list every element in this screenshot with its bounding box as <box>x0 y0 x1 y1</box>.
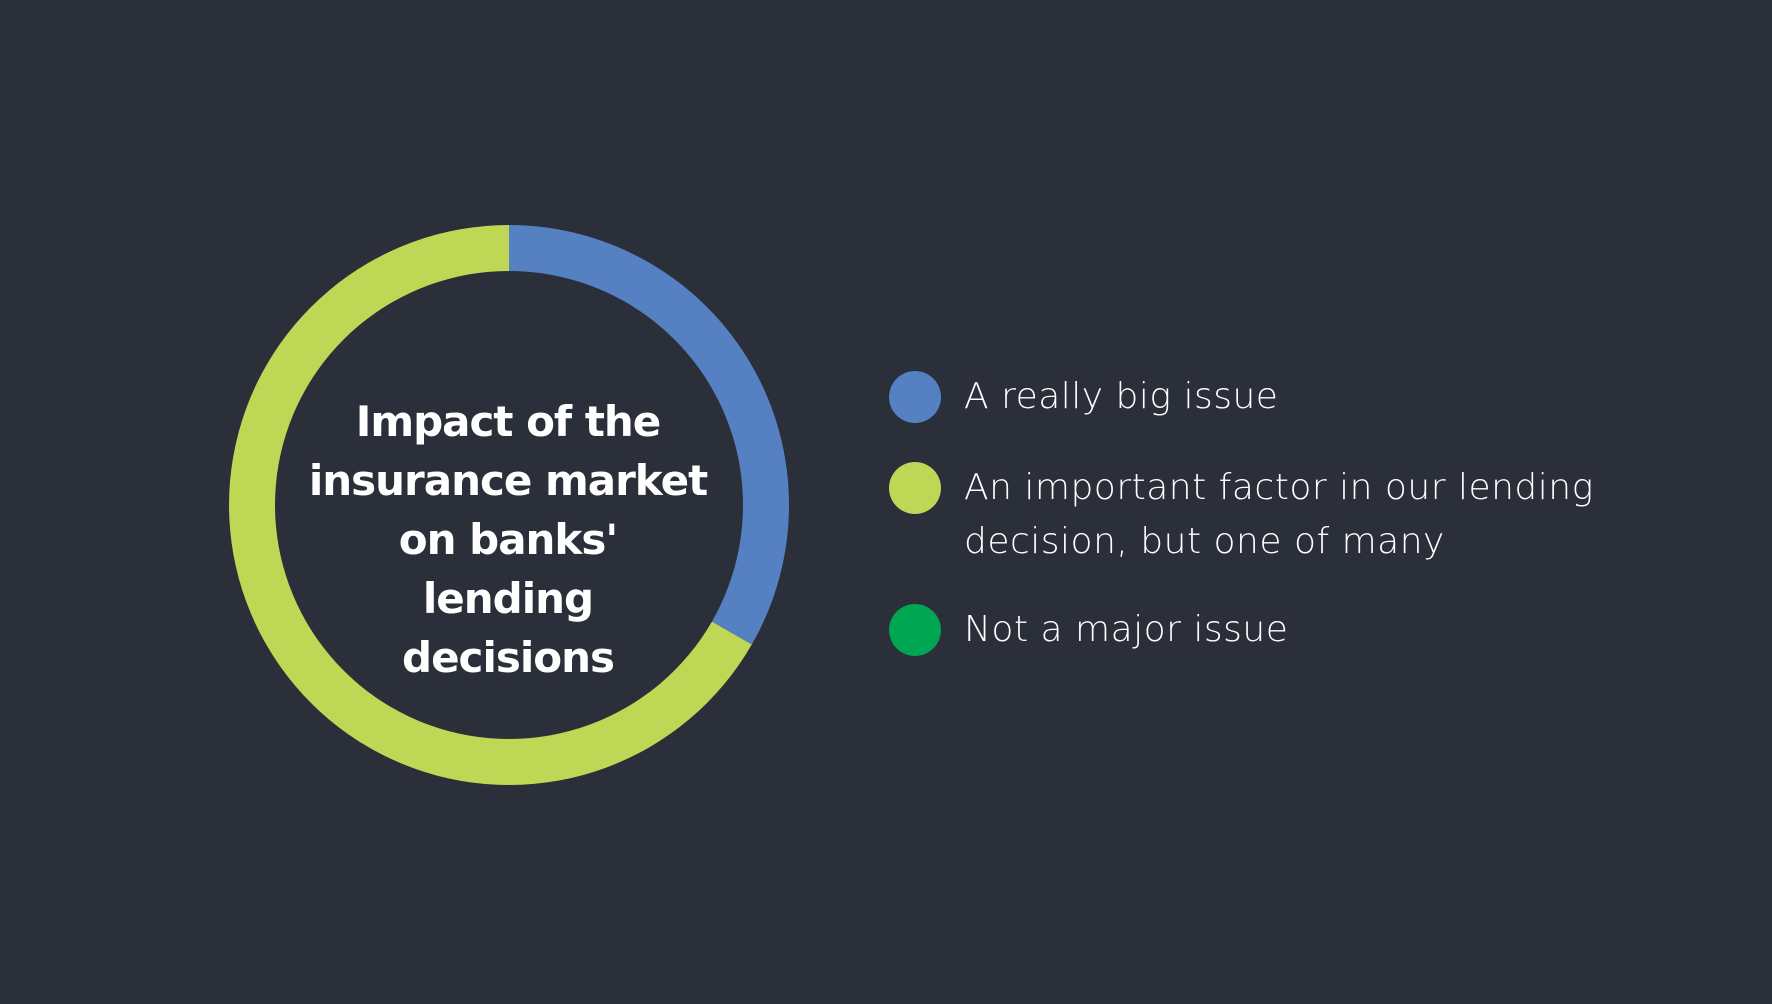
title-line: decisions <box>402 633 615 682</box>
legend-dot <box>889 462 941 514</box>
legend-label: A really big issue <box>964 370 1278 424</box>
legend-dot <box>889 371 941 423</box>
legend-label: Not a major issue <box>964 603 1288 657</box>
title-line: Impact of the <box>355 397 662 446</box>
legend-label-line: Not a major issue <box>964 609 1289 650</box>
chart-title: Impact of the insurance market on banks'… <box>308 392 708 687</box>
legend-item-really-big-issue: A really big issue <box>889 371 1278 424</box>
legend-label-line: An important factor in our lending <box>964 467 1594 508</box>
legend-label-line: A really big issue <box>964 376 1279 417</box>
legend-label: An important factor in our lending decis… <box>964 461 1594 569</box>
legend-dot <box>889 604 941 656</box>
legend-label-line: decision, but one of many <box>964 521 1445 562</box>
legend-item-not-major-issue: Not a major issue <box>889 604 1288 657</box>
title-line: insurance market <box>308 456 708 505</box>
legend-item-important-factor: An important factor in our lending decis… <box>889 462 1594 569</box>
title-line: on banks' lending <box>398 515 618 623</box>
donut-slice-0 <box>509 225 789 645</box>
